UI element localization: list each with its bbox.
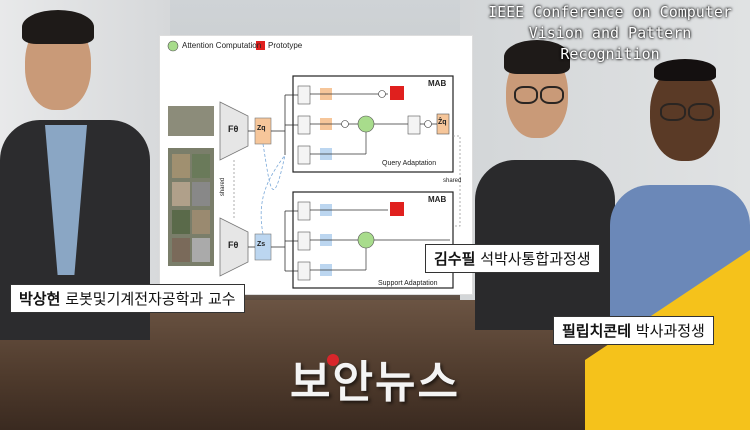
mab-bottom-box	[292, 191, 454, 289]
query-adaptation-label: Query Adaptation	[382, 160, 437, 167]
caption-right-name: 필립치콘테	[562, 322, 632, 340]
architecture-diagram: Attention Computation Prototype Fθ Fθ Zq…	[160, 36, 472, 294]
caption-middle: 김수필 석박사통합과정생	[425, 244, 600, 273]
caption-middle-role: 석박사통합과정생	[480, 250, 591, 268]
shared-left-label: shared	[220, 177, 227, 197]
encoder-top-label: Fθ	[228, 124, 239, 134]
caption-left-name: 박상현	[19, 290, 61, 308]
caption-left-role: 로봇및기계전자공학과 교수	[65, 290, 236, 308]
legend-prototype-label: Prototype	[268, 41, 303, 50]
z-support-label: Zs	[257, 241, 266, 248]
person-middle-glasses-right	[540, 86, 564, 104]
person-middle-hair	[504, 40, 570, 74]
query-images	[168, 106, 214, 136]
architecture-diagram-svg	[167, 40, 461, 289]
caption-right: 필립치콘테 박사과정생	[553, 316, 714, 345]
mab-top-box	[292, 75, 454, 173]
legend-attention-label: Attention Computation	[182, 41, 262, 50]
caption-left: 박상현 로봇및기계전자공학과 교수	[10, 284, 245, 313]
legend-prototype-icon	[256, 41, 265, 50]
encoder-bottom	[219, 217, 249, 277]
z-out-label: Ẑq	[438, 119, 447, 126]
encoder-top	[219, 101, 249, 161]
caption-right-role: 박사과정생	[635, 322, 705, 340]
person-left	[0, 0, 150, 340]
mab-bottom-label: MAB	[428, 195, 447, 204]
boannews-logo: 보안뉴스	[290, 357, 460, 408]
caption-middle-name: 김수필	[434, 250, 476, 268]
person-left-hair	[22, 10, 94, 44]
z-query-label: Zq	[257, 125, 266, 132]
person-right-glasses-right	[688, 103, 714, 121]
person-middle-glasses	[514, 86, 538, 104]
support-adaptation-label: Support Adaptation	[378, 280, 438, 287]
logo-red-dot-icon	[327, 354, 339, 366]
person-right-glasses	[660, 103, 686, 121]
conference-title: IEEE Conference on Computer Vision and P…	[488, 3, 732, 63]
person-right-hair	[654, 59, 716, 81]
legend-attention-icon	[167, 40, 179, 52]
mab-top-label: MAB	[428, 79, 447, 88]
encoder-bottom-label: Fθ	[228, 240, 239, 250]
shared-right-label: shared	[443, 178, 462, 184]
